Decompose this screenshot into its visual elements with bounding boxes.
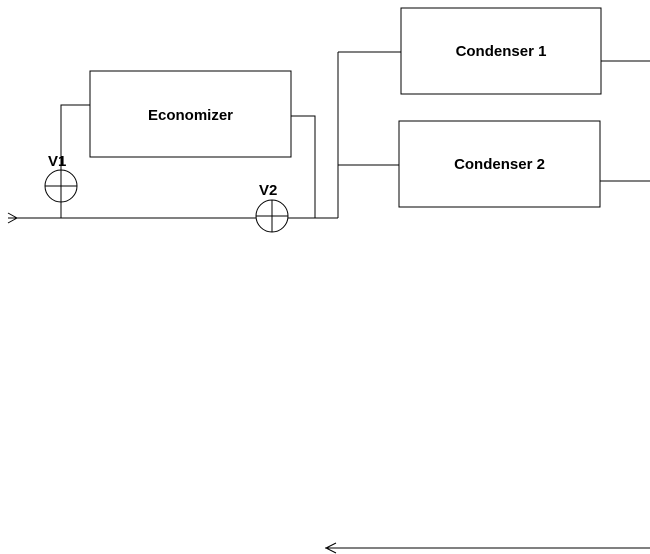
economizer-outlet-line [291, 115, 316, 218]
valve-v1: V1 [44, 153, 78, 203]
condenser-1-label: Condenser 1 [456, 43, 547, 60]
condenser-1-box: Condenser 1 [400, 7, 602, 95]
condenser-2-box: Condenser 2 [398, 120, 601, 208]
return-arrow [324, 542, 337, 554]
valve-v1-label: V1 [48, 153, 66, 170]
valve-v2-label: V2 [259, 182, 277, 199]
condenser-2-label: Condenser 2 [454, 156, 545, 173]
economizer-box: Economizer [89, 70, 292, 158]
inlet-arrow [7, 212, 19, 224]
economizer-label: Economizer [148, 107, 233, 124]
valve-v2: V2 [255, 182, 289, 233]
piping [7, 51, 650, 554]
